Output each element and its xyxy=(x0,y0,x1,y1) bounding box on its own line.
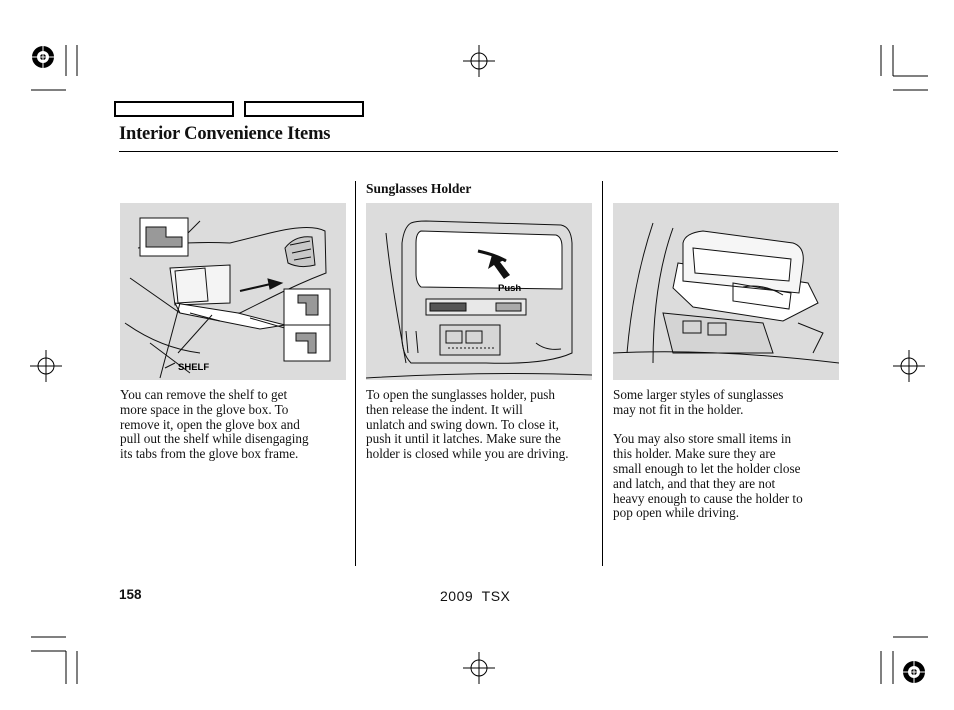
glove-box-shelf-illustration: SHELF xyxy=(120,203,346,380)
shelf-instructions: You can remove the shelf to get more spa… xyxy=(120,387,350,477)
push-label: Push xyxy=(498,283,521,294)
column-divider xyxy=(355,181,356,566)
sunglasses-holder-closed-illustration: Push xyxy=(366,203,592,380)
paragraph: You may also store small items in this h… xyxy=(613,431,803,521)
sunglasses-holder-heading: Sunglasses Holder xyxy=(366,181,472,196)
sunglasses-holder-notes: Some larger styles of sunglasses may not… xyxy=(613,387,843,536)
sunglasses-holder-open-illustration xyxy=(613,203,839,380)
nav-tab-left xyxy=(114,101,234,117)
header-rule xyxy=(119,151,838,152)
page-number: 158 xyxy=(119,587,142,602)
column-divider xyxy=(602,181,603,566)
section-title: Interior Convenience Items xyxy=(119,124,331,144)
paragraph: Some larger styles of sunglasses may not… xyxy=(613,387,784,417)
shelf-label: SHELF xyxy=(178,362,209,373)
sunglasses-holder-instructions: To open the sunglasses holder, push then… xyxy=(366,387,600,477)
paragraph: To open the sunglasses holder, push then… xyxy=(366,387,569,462)
model-footer: 2009 TSX xyxy=(440,588,511,604)
nav-tab-right xyxy=(244,101,364,117)
paragraph: You can remove the shelf to get more spa… xyxy=(120,387,309,462)
